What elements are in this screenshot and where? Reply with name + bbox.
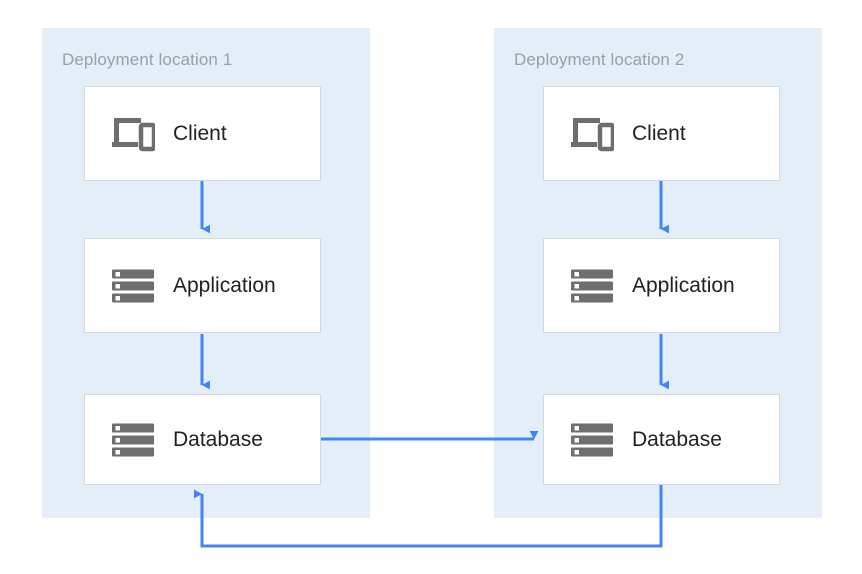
zone-title-deployment-location-2: Deployment location 2: [514, 50, 685, 69]
devices-icon: [107, 108, 159, 160]
node-client-1[interactable]: Client: [84, 86, 321, 181]
node-database-2[interactable]: Database: [543, 394, 780, 485]
devices-icon: [566, 108, 618, 160]
node-label-database-1: Database: [173, 427, 263, 451]
node-label-client-1: Client: [173, 121, 227, 145]
node-application-1[interactable]: Application: [84, 238, 321, 333]
zone-title-deployment-location-1: Deployment location 1: [62, 50, 233, 69]
node-label-application-1: Application: [173, 273, 276, 297]
node-database-1[interactable]: Database: [84, 394, 321, 485]
node-client-2[interactable]: Client: [543, 86, 780, 181]
database-server-icon: [107, 414, 159, 466]
node-label-application-2: Application: [632, 273, 735, 297]
node-label-database-2: Database: [632, 427, 722, 451]
node-label-client-2: Client: [632, 121, 686, 145]
node-application-2[interactable]: Application: [543, 238, 780, 333]
database-server-icon: [566, 414, 618, 466]
server-icon: [566, 260, 618, 312]
server-icon: [107, 260, 159, 312]
